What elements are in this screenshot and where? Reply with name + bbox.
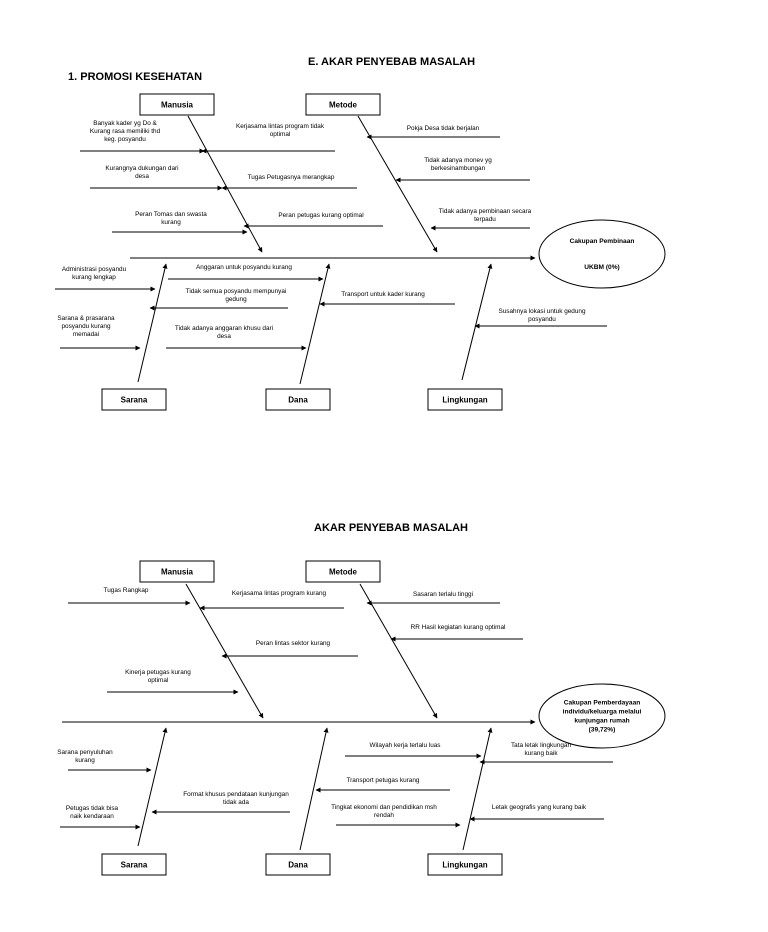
d1-cause-manusia-5-text: Tugas Petugasnya merangkap xyxy=(248,174,335,181)
d1-cause-manusia-1-text: Banyak kader yg Do &Kurang rasa memiliki… xyxy=(90,120,161,143)
d1-effect-ellipse xyxy=(538,219,666,289)
d2-cause-metode-1-text: Sasaran terlalu tinggi xyxy=(413,591,473,598)
d1-cat-manusia-box xyxy=(139,93,215,116)
d2-cat-manusia-label: Manusia xyxy=(161,568,194,577)
d2-cause-dana-2-text: Transport petugas kurang xyxy=(347,777,420,784)
d2-cat-metode-label: Metode xyxy=(329,568,358,577)
d2-cat-dana-label: Dana xyxy=(288,861,308,870)
d2-cause-manusia-1-text: Tugas Rangkap xyxy=(104,587,149,594)
d2-cat-lingkungan-box xyxy=(427,853,503,876)
d2-cat-sarana-box xyxy=(101,853,167,876)
d1-bone-dana xyxy=(299,263,331,385)
d1-cat-metode-box xyxy=(305,93,381,116)
d2-cat-metode-box xyxy=(305,560,381,583)
d1-cat-dana-label: Dana xyxy=(288,396,308,405)
page-heading-sub: 1. PROMOSI KESEHATAN xyxy=(68,71,203,83)
d2-bone-dana xyxy=(299,727,329,851)
d1-cause-sarana-3-text: Anggaran untuk posyandu kurang xyxy=(196,264,292,271)
d1-cause-metode-1-text: Pokja Desa tidak berjalan xyxy=(407,125,480,132)
d1-cat-dana-box xyxy=(265,388,331,411)
d2-cause-metode-2-text: RR Hasil kegiatan kurang optimal xyxy=(411,624,506,631)
d1-bone-metode xyxy=(357,115,438,253)
d2-cat-lingkungan-label: Lingkungan xyxy=(442,861,487,870)
d1-cat-sarana-box xyxy=(101,388,167,411)
d2-cause-manusia-3-text: Kerjasama lintas program kurang xyxy=(232,590,327,597)
page-heading-second: AKAR PENYEBAB MASALAH xyxy=(314,522,469,534)
d1-cat-lingkungan-box xyxy=(427,388,503,411)
d1-bone-manusia xyxy=(187,115,263,253)
d1-cat-lingkungan-label: Lingkungan xyxy=(442,396,487,405)
d2-bone-manusia xyxy=(185,583,264,719)
d2-bone-metode xyxy=(359,583,438,719)
d1-cause-dana-1-text: Transport untuk kader kurang xyxy=(341,291,425,298)
d1-bone-lingkungan xyxy=(461,263,493,381)
d2-cat-sarana-label: Sarana xyxy=(121,861,148,870)
d1-cat-sarana-label: Sarana xyxy=(121,396,148,405)
page-heading-main: E. AKAR PENYEBAB MASALAH xyxy=(308,56,476,68)
d2-effect-ellipse xyxy=(538,683,666,749)
d1-cat-metode-label: Metode xyxy=(329,101,358,110)
d2-cause-lingkungan-2-text: Letak geografis yang kurang baik xyxy=(492,804,587,811)
d1-bone-sarana xyxy=(137,263,168,383)
d2-cat-manusia-box xyxy=(139,560,215,583)
d2-bone-lingkungan xyxy=(462,727,493,851)
d1-cause-manusia-6-text: Peran petugas kurang optimal xyxy=(278,212,363,219)
d2-cause-dana-1-text: Wilayah kerja terlalu luas xyxy=(369,742,440,749)
d1-cat-manusia-label: Manusia xyxy=(161,101,194,110)
d2-bone-sarana xyxy=(137,727,168,847)
d2-cat-dana-box xyxy=(265,853,331,876)
d2-cause-manusia-4-text: Peran lintas sektor kurang xyxy=(256,640,331,647)
